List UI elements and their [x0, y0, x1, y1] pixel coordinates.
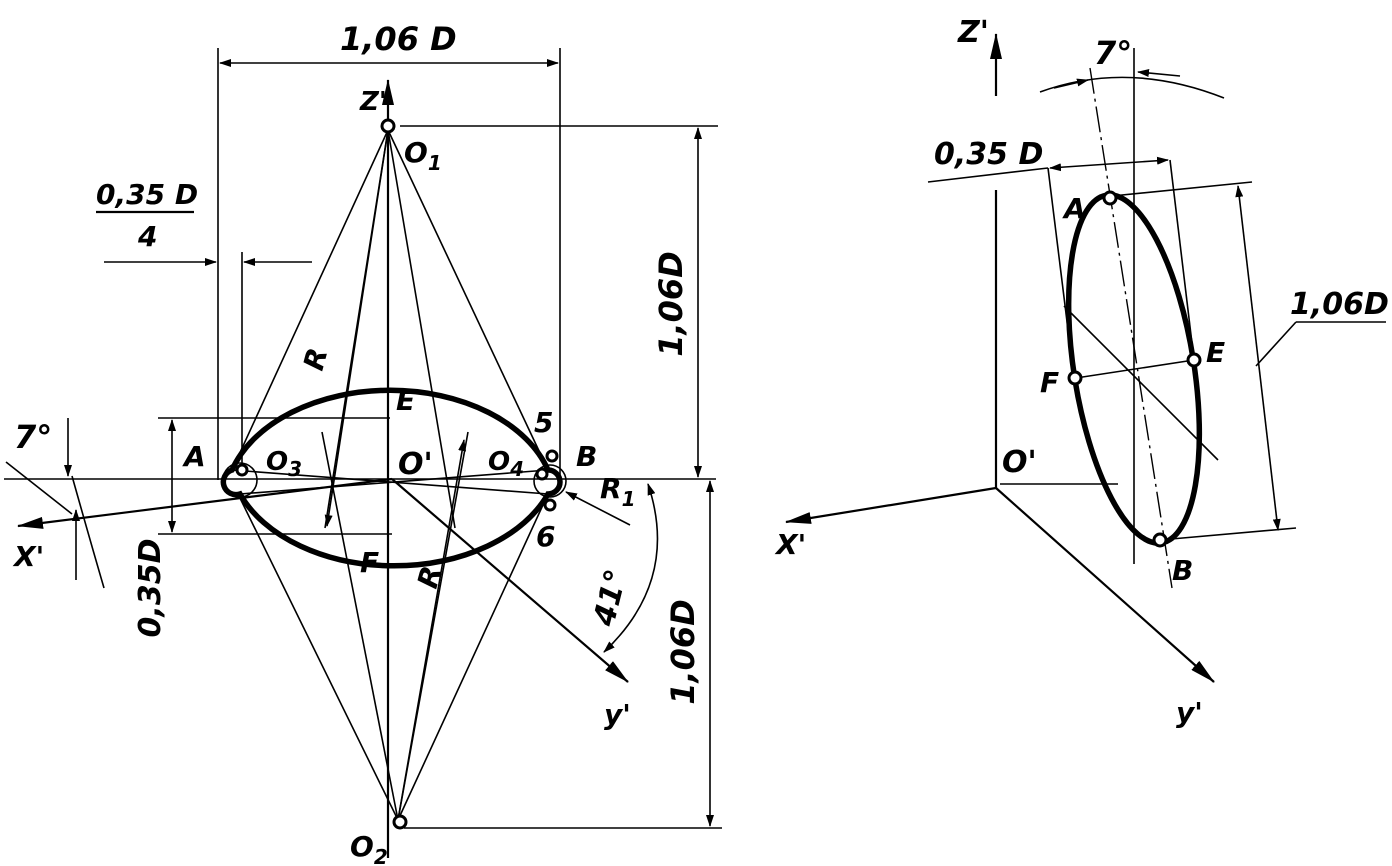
point-o3	[235, 463, 249, 477]
right-x-label: X'	[774, 528, 806, 561]
dim-right-angle-arc	[1039, 76, 1225, 99]
right-label-f: F	[1040, 366, 1059, 399]
point-5	[545, 449, 559, 463]
label-5: 5	[534, 406, 553, 439]
dim-label-angle-7: 7°	[14, 418, 52, 456]
right-dimension-lines	[1039, 69, 1281, 531]
label-f: F	[360, 546, 379, 579]
dim-label-height-upper: 1,06D	[652, 251, 690, 357]
label-o1: O1	[404, 136, 442, 175]
right-dim-label-minor: 0,35 D	[934, 137, 1043, 172]
right-x-axis	[785, 486, 997, 524]
point-o1	[380, 118, 396, 134]
left-x-label: X'	[12, 540, 44, 573]
right-labels: Z' X' y' O' A B E F 1,06D 0,35 D 7°	[774, 15, 1389, 729]
label-a: A	[182, 440, 206, 473]
dim-label-radius-small: R1	[600, 472, 635, 511]
right-z-label: Z'	[957, 15, 989, 50]
dim-label-offset-denominator: 4	[137, 220, 157, 253]
right-origin-label: O'	[1002, 445, 1037, 480]
dim-label-width-top: 1,06 D	[340, 20, 457, 58]
right-ellipse-major-axis	[1089, 67, 1173, 589]
right-y-label: y'	[1176, 696, 1203, 729]
right-point-a	[1102, 190, 1118, 206]
label-o3: O3	[266, 447, 302, 481]
label-e: E	[396, 384, 415, 417]
right-point-e	[1186, 352, 1202, 368]
left-labels: Z' X' y' O' O1 O2 O3 O4 A B E F 5 6 1,06…	[12, 20, 702, 866]
dim-label-radius-left: R	[297, 344, 334, 373]
left-dimension-lines	[64, 59, 714, 827]
label-b: B	[576, 440, 597, 473]
right-figure: Z' X' y' O' A B E F 1,06D 0,35 D 7°	[774, 15, 1389, 729]
right-y-axis	[995, 487, 1215, 683]
right-label-b: B	[1172, 554, 1193, 587]
left-y-label: y'	[604, 698, 631, 731]
left-points	[235, 118, 559, 830]
left-z-label: Z'	[359, 87, 387, 117]
point-o2	[392, 814, 408, 830]
right-points	[1067, 190, 1202, 548]
right-axes	[785, 33, 1215, 683]
left-radius-r-lower	[397, 439, 467, 821]
dim-angle-41-arc	[603, 483, 659, 653]
right-dim-label-major: 1,06D	[1290, 287, 1389, 322]
dim-right-major-axis	[1235, 185, 1281, 531]
right-point-b	[1152, 532, 1168, 548]
point-o4	[535, 467, 549, 481]
left-ellipse	[220, 387, 567, 569]
left-figure: Z' X' y' O' O1 O2 O3 O4 A B E F 5 6 1,06…	[4, 20, 722, 866]
left-y-axis	[391, 478, 629, 683]
right-point-f	[1067, 370, 1083, 386]
right-construction-lines	[1047, 48, 1219, 589]
right-minor-axis	[1075, 359, 1195, 379]
right-label-a: A	[1062, 192, 1086, 225]
dim-right-minor-axis	[1049, 156, 1169, 172]
right-label-e: E	[1206, 336, 1225, 369]
label-o4: O4	[488, 447, 524, 481]
right-diagonal	[1063, 305, 1219, 461]
dim-label-offset-numerator: 0,35 D	[96, 178, 198, 211]
dim-label-angle-41: 41°	[587, 566, 635, 631]
dim-angle-7-arc	[71, 475, 105, 589]
left-origin-label: O'	[398, 447, 433, 482]
dim-label-minor-axis: 0,35D	[133, 539, 168, 638]
point-6	[543, 498, 557, 512]
left-ellipse-outline	[220, 387, 563, 569]
label-o2: O2	[350, 830, 388, 866]
label-6: 6	[536, 520, 555, 553]
left-radius-r-upper	[324, 129, 389, 527]
dim-label-height-lower: 1,06D	[664, 599, 702, 705]
right-dim-label-angle: 7°	[1094, 34, 1132, 72]
left-extension-lines	[5, 48, 722, 829]
